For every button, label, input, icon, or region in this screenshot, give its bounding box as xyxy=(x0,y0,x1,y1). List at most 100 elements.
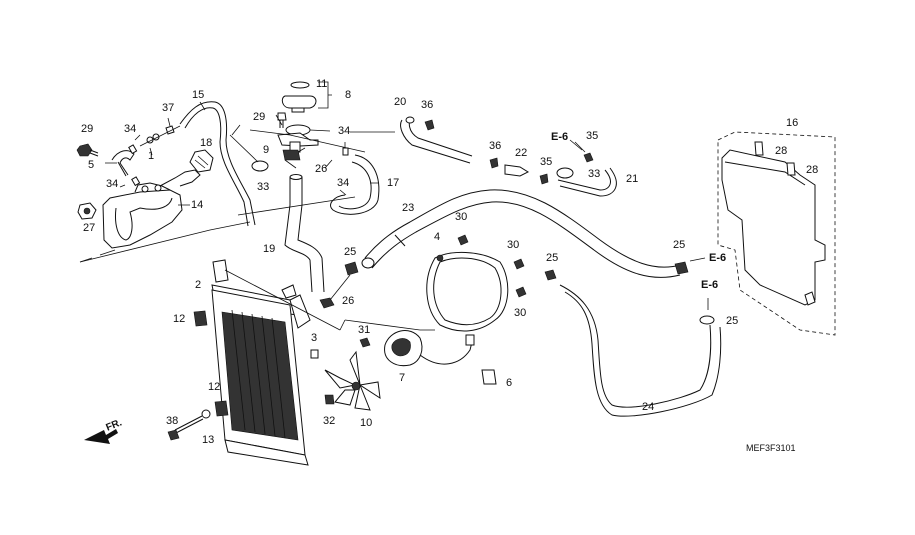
callout-16[interactable]: 16 xyxy=(786,117,799,129)
clip-34-mid xyxy=(342,147,349,156)
callout-35-a[interactable]: 35 xyxy=(540,156,553,168)
callout-5[interactable]: 5 xyxy=(88,159,95,171)
callout-14[interactable]: 14 xyxy=(191,199,204,211)
bolt-29-top xyxy=(277,112,287,128)
filler-neck xyxy=(277,124,319,161)
callout-26-lower[interactable]: 26 xyxy=(342,295,355,307)
callout-35-b[interactable]: 35 xyxy=(586,130,599,142)
grommet-12-lower xyxy=(214,400,229,417)
callout-25-c[interactable]: 25 xyxy=(673,239,686,251)
bolt-31 xyxy=(359,337,371,348)
callout-26-upper[interactable]: 26 xyxy=(315,163,328,175)
collar-13 xyxy=(201,409,211,419)
clamp-26-lower xyxy=(319,297,335,309)
callout-19[interactable]: 19 xyxy=(263,243,276,255)
callout-37[interactable]: 37 xyxy=(162,102,175,114)
callout-4[interactable]: 4 xyxy=(434,231,441,243)
callout-21[interactable]: 21 xyxy=(626,173,639,185)
diagram-code: MEF3F3101 xyxy=(746,443,796,453)
callout-12-lower[interactable]: 12 xyxy=(208,381,221,393)
nut-27 xyxy=(77,202,97,220)
reference-e6-right[interactable]: E-6 xyxy=(709,252,727,264)
clamp-35 xyxy=(539,173,549,185)
clamp-33-right xyxy=(556,167,574,179)
grommet-28-a xyxy=(754,141,764,156)
hose-19 xyxy=(284,177,313,293)
bolt-30-b xyxy=(513,258,525,270)
callout-11[interactable]: 11 xyxy=(316,78,328,90)
callout-13[interactable]: 13 xyxy=(202,434,215,446)
callout-29-left[interactable]: 29 xyxy=(81,123,94,135)
radiator-cover xyxy=(717,131,836,336)
callout-9[interactable]: 9 xyxy=(263,144,270,156)
hose-21 xyxy=(557,169,611,191)
callout-8[interactable]: 8 xyxy=(345,89,352,101)
callout-6[interactable]: 6 xyxy=(506,377,513,389)
hose-23 xyxy=(364,189,681,268)
clip-34-lower xyxy=(131,176,141,187)
callout-22[interactable]: 22 xyxy=(515,147,528,159)
fan-shroud xyxy=(426,251,509,332)
tank-cap xyxy=(189,149,214,173)
callout-31[interactable]: 31 xyxy=(358,324,371,336)
callout-33-left[interactable]: 33 xyxy=(257,181,270,193)
clip-3 xyxy=(310,349,319,359)
reference-e6-lower[interactable]: E-6 xyxy=(701,279,719,291)
clamp-36 xyxy=(489,157,499,169)
callout-28-b[interactable]: 28 xyxy=(806,164,819,176)
callout-12-upper[interactable]: 12 xyxy=(173,313,186,325)
hose-24 xyxy=(559,284,712,408)
clip-34 xyxy=(128,144,138,155)
grommet-12 xyxy=(193,310,208,327)
callout-32[interactable]: 32 xyxy=(323,415,336,427)
callout-36-b[interactable]: 36 xyxy=(489,140,502,152)
callout-33-right[interactable]: 33 xyxy=(588,168,601,180)
radiator-inlet xyxy=(281,284,297,299)
callout-10[interactable]: 10 xyxy=(360,417,373,429)
reserve-tank xyxy=(102,169,201,249)
callout-30-b[interactable]: 30 xyxy=(507,239,520,251)
callout-23[interactable]: 23 xyxy=(402,202,415,214)
radiator xyxy=(211,259,311,466)
callout-15[interactable]: 15 xyxy=(192,89,205,101)
callout-18[interactable]: 18 xyxy=(200,137,213,149)
callout-1[interactable]: 1 xyxy=(148,150,155,162)
clamp-25-right xyxy=(674,261,689,275)
callout-7[interactable]: 7 xyxy=(399,372,406,384)
callout-2[interactable]: 2 xyxy=(195,279,202,291)
callout-38[interactable]: 38 xyxy=(166,415,179,427)
grommet-28-b xyxy=(786,162,796,176)
callout-36-a[interactable]: 36 xyxy=(421,99,434,111)
bolt-30-c xyxy=(515,286,527,298)
e6-arrow-1 xyxy=(569,139,583,151)
callout-34-a[interactable]: 34 xyxy=(124,123,137,135)
callout-30-c[interactable]: 30 xyxy=(514,307,527,319)
nut-32 xyxy=(324,394,335,405)
joint-22 xyxy=(504,164,530,177)
callout-30-a[interactable]: 30 xyxy=(455,211,468,223)
callout-24[interactable]: 24 xyxy=(642,401,655,413)
front-arrow-icon xyxy=(84,429,118,444)
bolt-29 xyxy=(76,143,99,157)
callout-25-b[interactable]: 25 xyxy=(546,252,559,264)
callout-20[interactable]: 20 xyxy=(394,96,407,108)
callout-29-top[interactable]: 29 xyxy=(253,111,266,123)
callout-28-a[interactable]: 28 xyxy=(775,145,788,157)
callout-27[interactable]: 27 xyxy=(83,222,96,234)
callout-34-b[interactable]: 34 xyxy=(106,178,119,190)
callout-3[interactable]: 3 xyxy=(311,332,318,344)
clamp-25-lower xyxy=(699,315,715,325)
bolt-38 xyxy=(167,429,180,441)
callout-34-c[interactable]: 34 xyxy=(338,125,351,137)
reference-e6-top[interactable]: E-6 xyxy=(551,131,569,143)
clamp-36-top xyxy=(424,119,435,131)
callout-25-d[interactable]: 25 xyxy=(726,315,739,327)
clamp-25-mid xyxy=(544,269,557,281)
callout-17[interactable]: 17 xyxy=(387,177,400,189)
bolt-30-a xyxy=(457,234,469,246)
callout-34-d[interactable]: 34 xyxy=(337,177,350,189)
hose-20 xyxy=(400,119,471,164)
callout-25-a[interactable]: 25 xyxy=(344,246,357,258)
